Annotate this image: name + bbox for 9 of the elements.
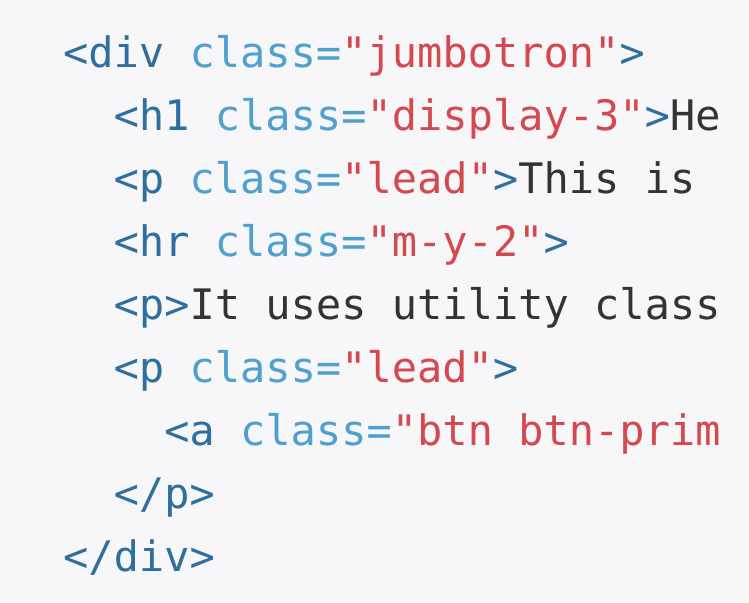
- code-line: <h1 class="display-3">He: [114, 90, 720, 142]
- code-line: <a class="btn btn-prim: [164, 405, 720, 457]
- code-line: <p class="lead">This is: [114, 153, 696, 205]
- code-line: <hr class="m-y-2">: [114, 216, 569, 268]
- code-line: </p>: [114, 468, 215, 520]
- code-line: <p>It uses utility class: [114, 279, 720, 331]
- code-line: <p class="lead">: [114, 342, 518, 394]
- code-line: </div>: [63, 531, 215, 583]
- code-line: <div class="jumbotron">: [63, 27, 645, 79]
